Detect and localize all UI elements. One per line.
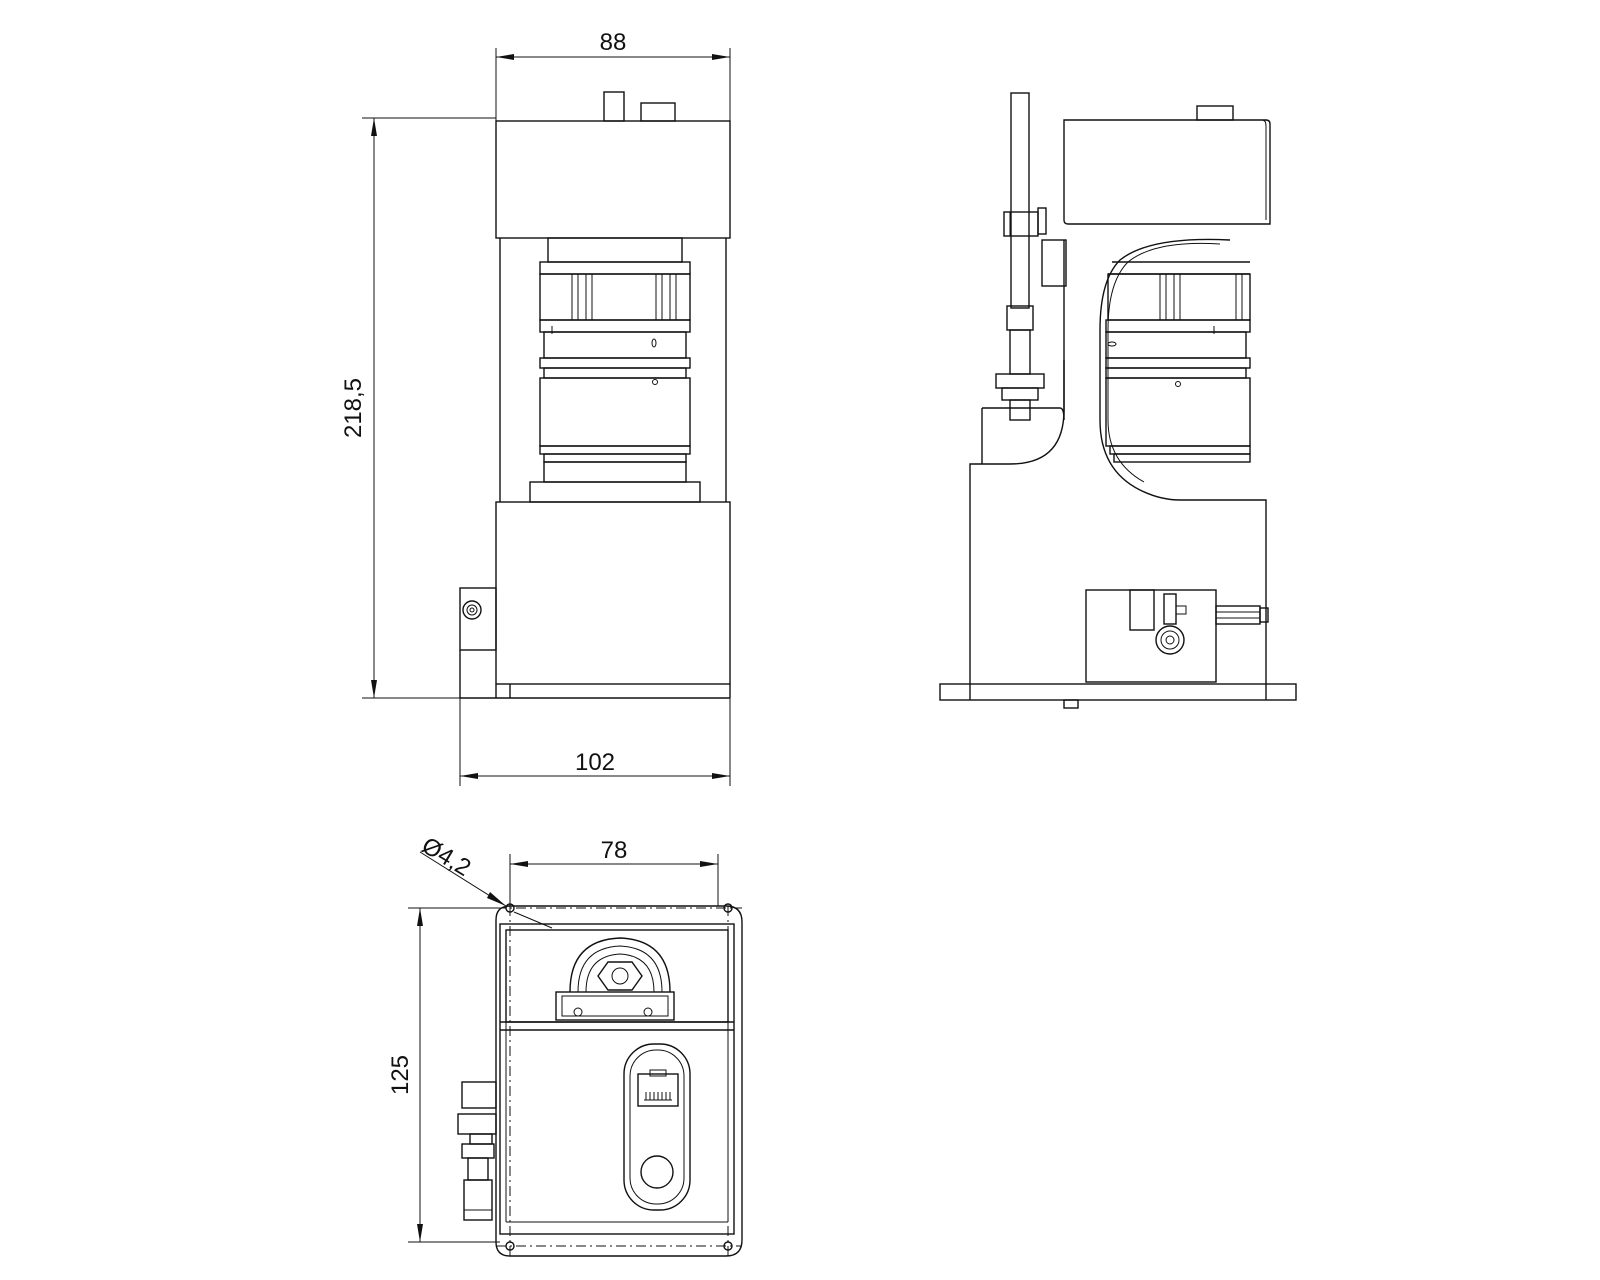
side-clamp-bottom [457, 1081, 497, 1221]
power-connector-icon [640, 1155, 674, 1189]
dimension-label: 125 [387, 1055, 414, 1095]
mount-hole [723, 1241, 733, 1251]
dimension-bottom-height: 125 [387, 907, 506, 1243]
mount-hole [723, 903, 733, 913]
dimension-front-height: 218,5 [340, 117, 496, 699]
dimension-label: 88 [600, 29, 627, 56]
ethernet-port-icon [637, 1073, 679, 1107]
front-view [459, 91, 731, 699]
dimension-bottom-width: 78 [509, 837, 719, 906]
dimension-hole-diameter: Ø4,2 [417, 832, 553, 929]
dimension-label: 102 [575, 749, 615, 776]
bottom-view [457, 903, 743, 1257]
mount-hole [505, 1241, 515, 1251]
dimension-front-width: 88 [495, 29, 731, 121]
lens-side [1105, 261, 1251, 463]
side-view [939, 92, 1297, 709]
lens-mount-bottom [555, 937, 675, 1021]
side-clamp-front [459, 587, 497, 699]
dimension-base-width: 102 [459, 698, 731, 786]
dimension-label: 78 [601, 837, 628, 864]
ethernet-panel [623, 1043, 691, 1211]
dimension-label: Ø4,2 [417, 832, 476, 882]
dimension-label: 218,5 [340, 378, 367, 438]
lens-front [529, 237, 701, 503]
